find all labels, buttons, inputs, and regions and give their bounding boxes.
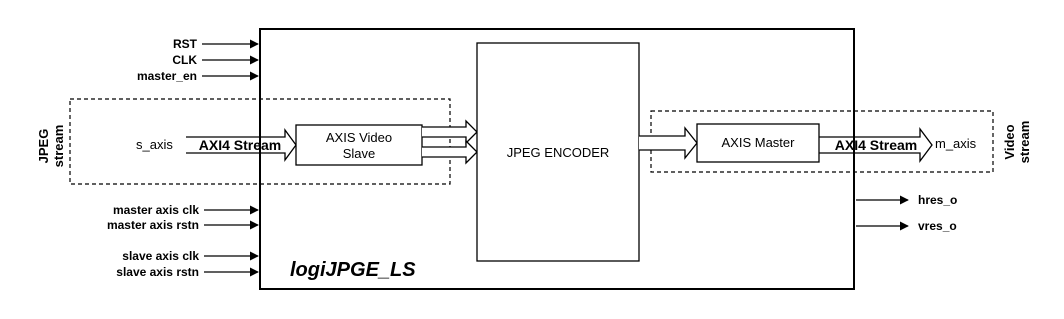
axis-video-slave-block [295, 124, 423, 166]
axis-video-slave-label-line1: AXIS Video [326, 130, 392, 145]
signal-rst-label: RST [173, 37, 198, 51]
signal-hres-label: hres_o [918, 193, 957, 207]
jpeg-encoder-block [476, 42, 640, 262]
output-group-label: Video stream [1002, 121, 1032, 164]
signal-master-en-label: master_en [137, 69, 197, 83]
svg-text:stream: stream [51, 125, 66, 168]
slave-to-encoder-arrow-bottom [422, 139, 478, 165]
svg-text:Video: Video [1002, 124, 1017, 159]
signal-master-axis-rstn-label: master axis rstn [107, 218, 199, 232]
output-stream-group [650, 110, 994, 173]
axis-master-block [696, 123, 820, 163]
right-signals: hres_o vres_o [856, 193, 957, 233]
signal-vres-label: vres_o [918, 219, 957, 233]
input-bus-label: AXI4 Stream [199, 137, 281, 153]
input-port-label: s_axis [136, 137, 173, 152]
output-bus-arrow [819, 127, 933, 163]
input-group-label: JPEG stream [36, 125, 66, 168]
axis-video-slave-label-line2: Slave [343, 146, 376, 161]
signal-clk-label: CLK [172, 53, 197, 67]
input-stream-group [69, 98, 451, 185]
core-box [259, 28, 855, 290]
signal-master-axis-clk-label: master axis clk [113, 203, 199, 217]
svg-text:JPEG: JPEG [36, 129, 51, 164]
axis-master-label: AXIS Master [722, 135, 796, 150]
signal-slave-axis-rstn-label: slave axis rstn [116, 265, 199, 279]
core-title: logiJPGE_LS [290, 259, 416, 281]
left-signals: RST CLK master_en master axis clk master… [107, 37, 259, 279]
signal-slave-axis-clk-label: slave axis clk [122, 249, 199, 263]
jpeg-encoder-label: JPEG ENCODER [507, 145, 610, 160]
svg-text:stream: stream [1017, 121, 1032, 164]
encoder-to-master-arrow [639, 126, 698, 160]
output-bus-label: AXI4 Stream [835, 137, 917, 153]
output-port-label: m_axis [935, 136, 977, 151]
